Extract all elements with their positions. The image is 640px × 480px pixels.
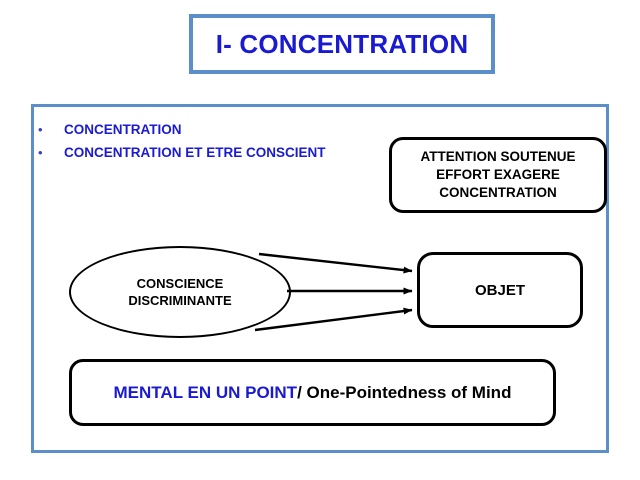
conscience-line-1: CONSCIENCE: [136, 276, 224, 291]
bullet-marker-icon: •: [38, 122, 43, 137]
attention-line-3: CONCENTRATION: [439, 185, 557, 200]
list-item: • CONCENTRATION: [36, 118, 396, 141]
mental-highlight-text: MENTAL EN UN POINT: [113, 383, 298, 402]
bullet-marker-icon: •: [38, 145, 43, 160]
list-item: • CONCENTRATION ET ETRE CONSCIENT: [36, 141, 396, 164]
attention-box-text: ATTENTION SOUTENUE EFFORT EXAGERE CONCEN…: [421, 148, 576, 202]
bullet-label: CONCENTRATION: [64, 122, 182, 137]
conscience-ellipse: CONSCIENCE DISCRIMINANTE: [69, 246, 291, 338]
bullet-list: • CONCENTRATION • CONCENTRATION ET ETRE …: [36, 118, 396, 164]
attention-box: ATTENTION SOUTENUE EFFORT EXAGERE CONCEN…: [389, 137, 607, 213]
attention-line-2: EFFORT EXAGERE: [436, 167, 560, 182]
mental-plain-text: / One-Pointedness of Mind: [297, 383, 512, 402]
mental-box: MENTAL EN UN POINT/ One-Pointedness of M…: [69, 359, 556, 426]
page-title: I- CONCENTRATION: [215, 28, 469, 59]
objet-box: OBJET: [417, 252, 583, 328]
slide-title-box: I- CONCENTRATION: [189, 14, 495, 74]
bullet-label: CONCENTRATION ET ETRE CONSCIENT: [64, 145, 326, 160]
conscience-line-2: DISCRIMINANTE: [128, 293, 232, 308]
objet-box-label: OBJET: [474, 281, 525, 299]
mental-box-text: MENTAL EN UN POINT/ One-Pointedness of M…: [114, 380, 512, 405]
attention-line-1: ATTENTION SOUTENUE: [420, 149, 576, 164]
conscience-ellipse-text: CONSCIENCE DISCRIMINANTE: [128, 275, 231, 309]
